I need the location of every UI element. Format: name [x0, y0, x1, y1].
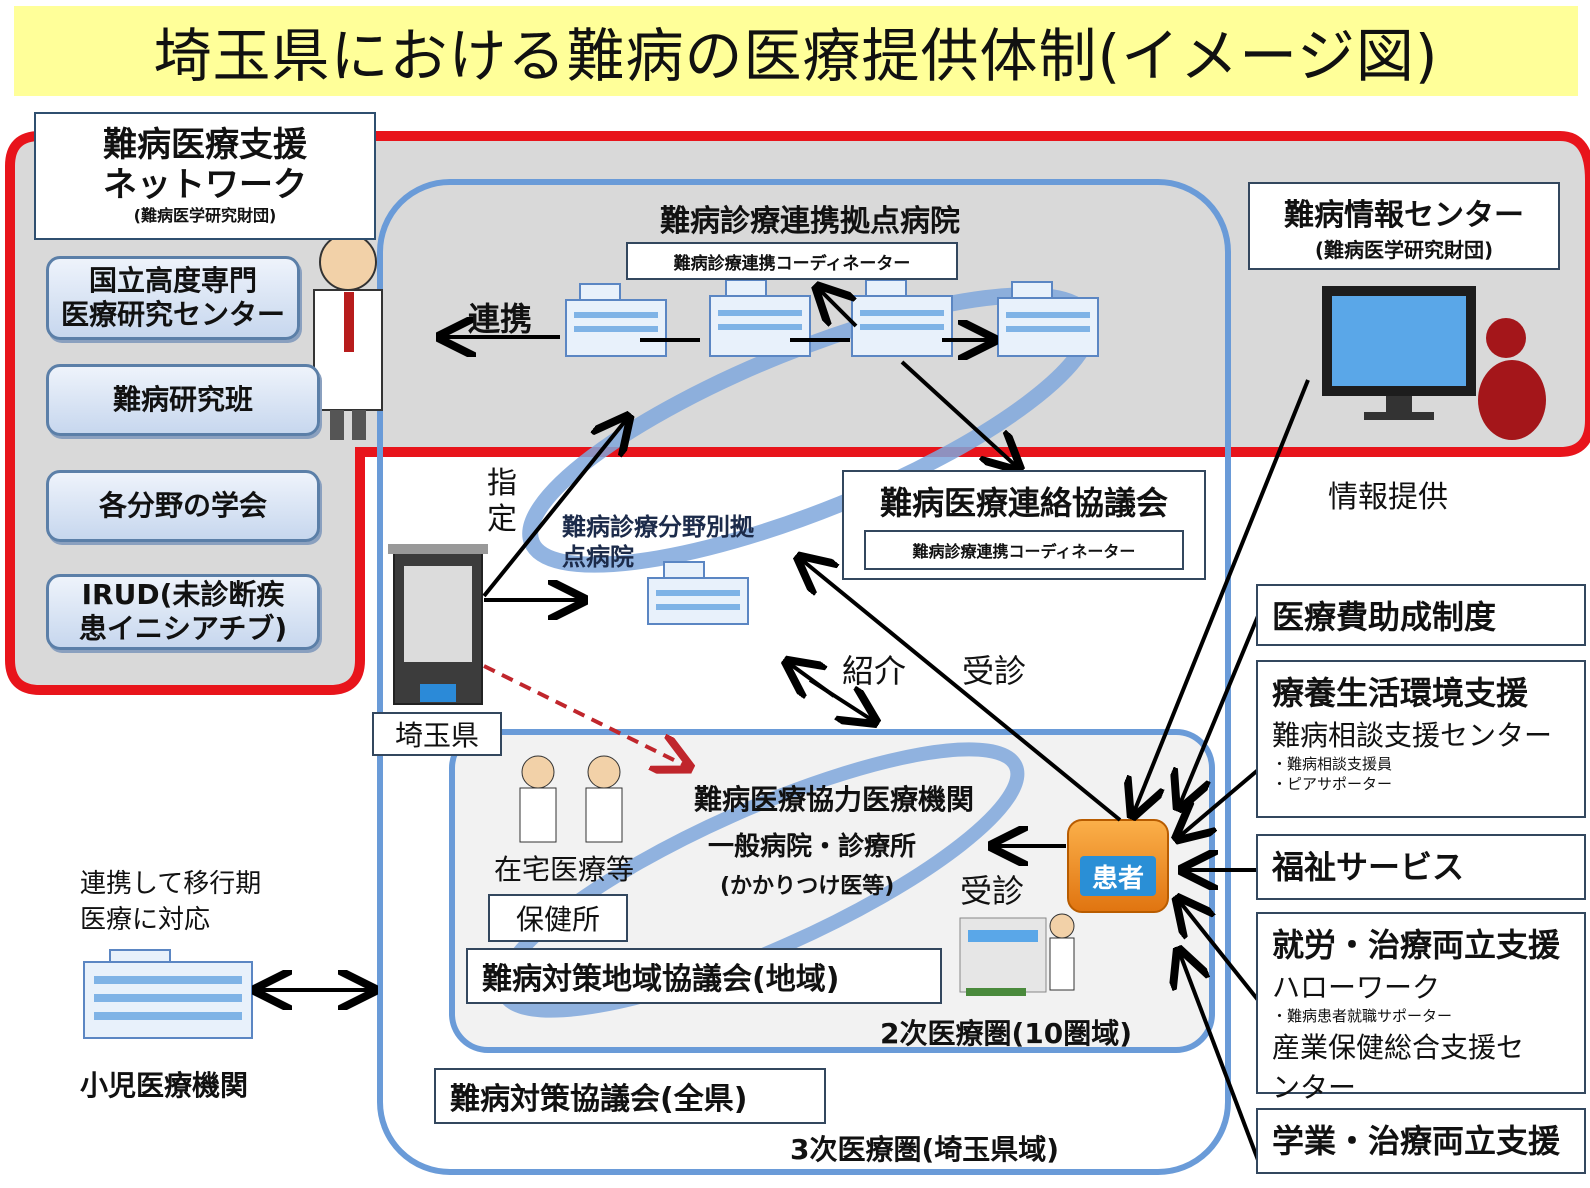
page-title: 埼玉県における難病の医療提供体制(イメージ図) [14, 6, 1578, 96]
support-title: 福祉サービス [1272, 848, 1465, 886]
arrows [260, 290, 1310, 1161]
network-item-line: 患イニシアチブ) [78, 612, 288, 645]
support-small: ・難病患者就職サポーター [1272, 1007, 1453, 1025]
regional-council-title: 難病対策地域協議会(地域) [482, 962, 840, 997]
tertiary-area-region [377, 179, 1231, 1175]
council-title: 難病医療連絡協議会 [879, 484, 1168, 522]
support-living-environment: 療養生活環境支援 難病相談支援センター ・難病相談支援員 ・ピアサポーター [1256, 660, 1586, 818]
hub-hospital-title: 難病診療連携拠点病院 [660, 204, 960, 239]
prefectural-council-title: 難病対策協議会(全県) [450, 1082, 748, 1117]
network-item-line: 医療研究センター [60, 298, 285, 331]
coop-institution-title: 難病医療協力医療機関 [694, 783, 975, 816]
network-item-line: 各分野の学会 [98, 489, 267, 523]
support-title: 学業・治療両立支援 [1272, 1122, 1561, 1160]
network-item-research-group: 難病研究班 [46, 364, 320, 436]
support-title: 医療費助成制度 [1272, 598, 1497, 636]
support-line: ンター [1272, 1071, 1357, 1104]
support-small: ・ピアサポーター [1272, 775, 1393, 793]
computer-monitor-icon [1322, 286, 1546, 440]
network-title-line1: 難病医療支援 [103, 125, 307, 165]
family-doctor-label: (かかりつけ医等) [720, 874, 895, 899]
prefecture-label: 埼玉県 [372, 712, 502, 756]
info-center-title: 難病情報センター [1284, 198, 1524, 233]
doctor-icon [313, 233, 383, 440]
support-title: 就労・治療両立支援 [1272, 926, 1561, 964]
hub-coordinator-box: 難病診療連携コーディネーター [626, 242, 958, 280]
patient-label: 患者 [1091, 863, 1144, 894]
support-line: 難病相談支援センター [1272, 719, 1553, 752]
network-title-line2: ネットワーク [103, 165, 307, 205]
specialty-hospital-label: 難病診療分野別拠 点病院 [562, 512, 754, 572]
regional-council-box: 難病対策地域協議会(地域) [466, 948, 942, 1004]
support-title: 療養生活環境支援 [1272, 674, 1529, 712]
care-staff-icon [519, 755, 623, 843]
pediatric-institution-label: 小児医療機関 [80, 1069, 249, 1102]
general-hospital-label: 一般病院・診療所 [708, 832, 917, 862]
jushin-upper-label: 受診 [962, 652, 1027, 690]
pediatric-note: 連携して移行期 医療に対応 [80, 866, 261, 938]
support-medical-subsidy: 医療費助成制度 [1256, 584, 1586, 646]
network-item-line: IRUD(未診断疾 [81, 578, 285, 612]
support-network-region [5, 131, 1590, 695]
council-box: 難病医療連絡協議会 難病診療連携コーディネーター [842, 470, 1206, 580]
info-provide-label: 情報提供 [1328, 480, 1448, 515]
network-subtitle: (難病医学研究財団) [133, 206, 277, 225]
renkei-label: 連携 [468, 300, 533, 338]
support-welfare: 福祉サービス [1256, 834, 1586, 900]
council-coordinator: 難病診療連携コーディネーター [864, 530, 1184, 570]
specialty-line: 点病院 [562, 543, 634, 571]
tertiary-area-label: 3次医療圏(埼玉県域) [790, 1133, 1060, 1166]
support-employment: 就労・治療両立支援 ハローワーク ・難病患者就職サポーター 産業保健総合支援セ … [1256, 912, 1586, 1104]
prefectural-council-box: 難病対策協議会(全県) [434, 1068, 826, 1124]
home-care-label: 在宅医療等 [494, 853, 635, 886]
network-title-box: 難病医療支援 ネットワーク (難病医学研究財団) [34, 112, 376, 240]
designation-dashed-arrow [483, 664, 686, 766]
support-small: ・難病相談支援員 [1272, 755, 1393, 773]
support-school: 学業・治療両立支援 [1256, 1108, 1586, 1174]
clinic-icon [959, 913, 1075, 996]
shitei-label: 指定 [487, 466, 517, 537]
network-item-irud: IRUD(未診断疾 患イニシアチブ) [46, 574, 320, 650]
health-center-box: 保健所 [488, 894, 628, 942]
secondary-area-label: 2次医療圏(10圏域) [880, 1017, 1133, 1050]
jushin-lower-label: 受診 [960, 872, 1025, 910]
pediatric-note-line: 医療に対応 [80, 905, 211, 935]
info-center-subtitle: (難病医学研究財団) [1314, 238, 1494, 262]
network-item-societies: 各分野の学会 [46, 470, 320, 542]
network-item-ncgm: 国立高度専門 医療研究センター [46, 256, 300, 340]
shoukai-label: 紹介 [842, 652, 907, 690]
hospital-windows [94, 310, 1090, 1020]
pediatric-note-line: 連携して移行期 [80, 869, 262, 899]
network-item-line: 国立高度専門 [88, 264, 257, 298]
specialty-line: 難病診療分野別拠 [562, 513, 754, 541]
network-item-line: 難病研究班 [112, 383, 253, 417]
support-line: 産業保健総合支援セ [1272, 1031, 1525, 1064]
info-center-box: 難病情報センター (難病医学研究財団) [1248, 182, 1560, 270]
support-line: ハローワーク [1272, 971, 1441, 1004]
prefecture-building-icon [388, 544, 488, 705]
